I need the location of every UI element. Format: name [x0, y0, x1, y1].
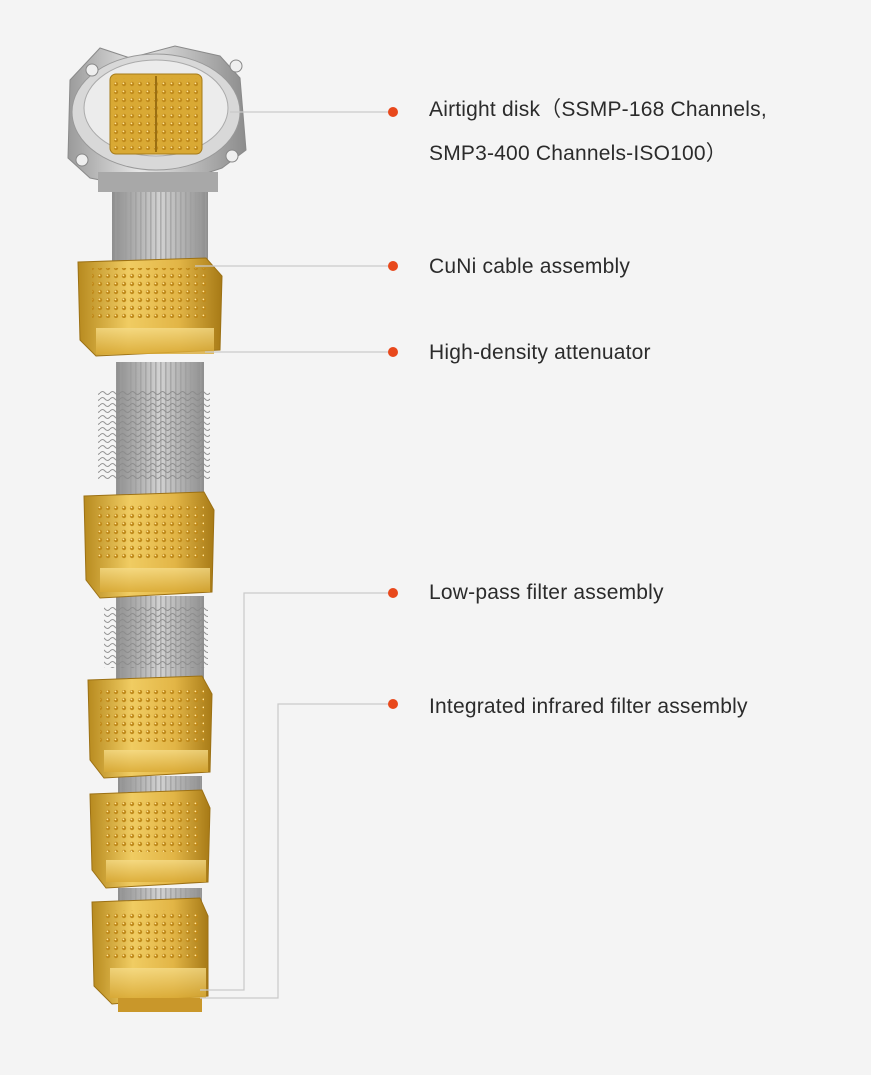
bullet-dot-icon	[388, 699, 398, 709]
filter-block-3	[89, 789, 211, 889]
callout-infrared: Integrated infrared filter assembly	[429, 685, 748, 729]
bullet-dot-icon	[388, 588, 398, 598]
callout-airtight-disk-line-1: Airtight disk（SSMP-168 Channels,	[429, 98, 767, 121]
leader-line-infrared	[200, 703, 392, 999]
infrared-block	[91, 897, 209, 1012]
callout-cuni-cable-text: CuNi cable assembly	[429, 255, 631, 278]
cable-section-1	[112, 190, 208, 270]
callout-attenuator: High-density attenuator	[429, 331, 651, 375]
bullet-dot-icon	[388, 107, 398, 117]
attenuator-block	[77, 257, 223, 357]
callout-infrared-text: Integrated infrared filter assembly	[429, 695, 748, 718]
callout-low-pass: Low-pass filter assembly	[429, 571, 664, 615]
filter-block-1	[83, 491, 215, 599]
cable-section-2	[98, 362, 210, 502]
callout-airtight-disk-line-2: SMP3-400 Channels-ISO100）	[429, 142, 727, 165]
leader-line-low-pass	[200, 592, 392, 991]
bullet-dot-icon	[388, 261, 398, 271]
cable-section-3	[104, 596, 208, 686]
callout-airtight-disk: Airtight disk（SSMP-168 Channels, SMP3-40…	[429, 88, 767, 176]
filter-block-2	[87, 675, 213, 779]
airtight-disk-graphic	[67, 45, 247, 192]
bullet-dot-icon	[388, 347, 398, 357]
callout-cuni-cable: CuNi cable assembly	[429, 245, 630, 289]
callout-attenuator-text: High-density attenuator	[429, 341, 651, 364]
callout-low-pass-text: Low-pass filter assembly	[429, 581, 664, 604]
